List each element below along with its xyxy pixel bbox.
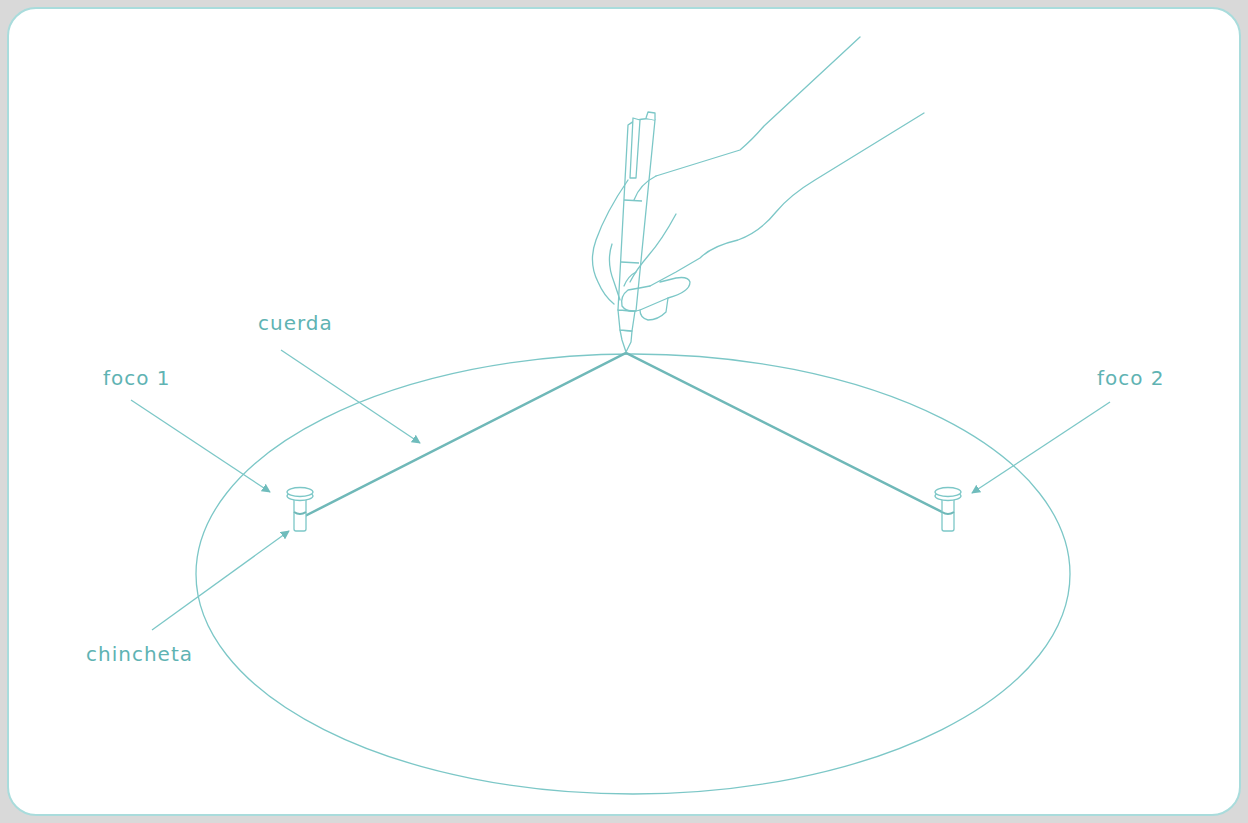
focus-label: foco 1 bbox=[103, 366, 171, 390]
pin-label: chincheta bbox=[86, 642, 193, 666]
hand bbox=[592, 37, 924, 320]
pin bbox=[287, 488, 313, 532]
frame bbox=[8, 8, 1240, 815]
string bbox=[303, 353, 950, 517]
pin bbox=[935, 488, 961, 532]
ellipse bbox=[196, 354, 1070, 794]
string-label: cuerda bbox=[258, 311, 333, 335]
pen bbox=[618, 112, 655, 352]
focus-label: foco 2 bbox=[1097, 366, 1165, 390]
leader-line bbox=[131, 350, 1110, 630]
